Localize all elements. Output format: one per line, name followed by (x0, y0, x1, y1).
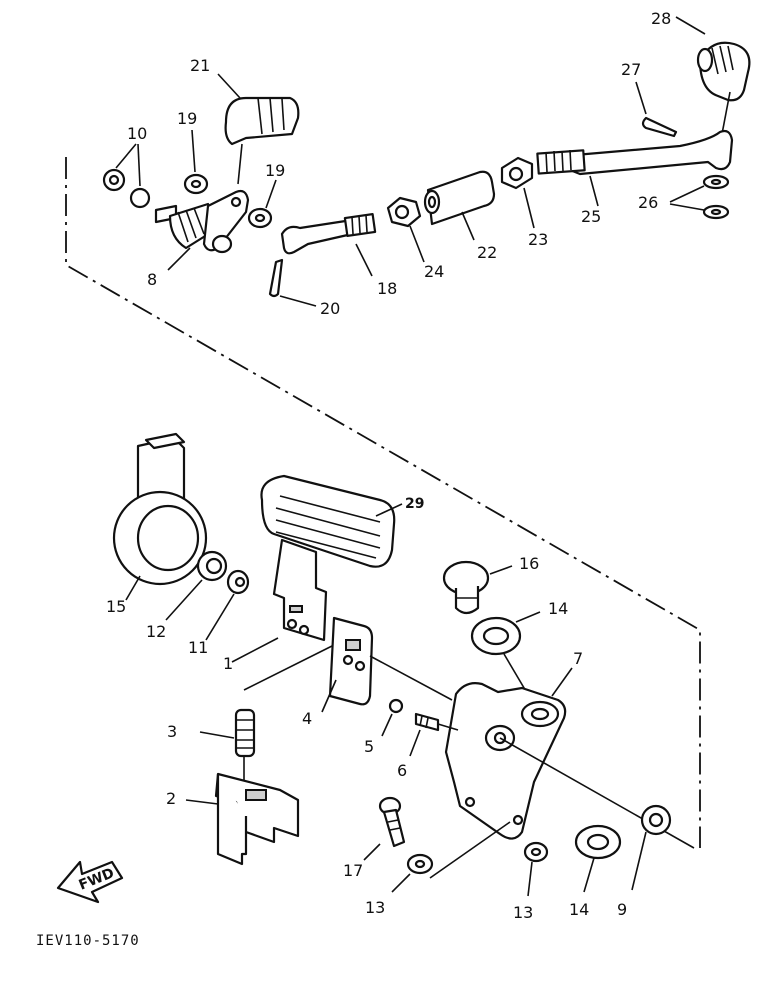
callout-27: 27 (621, 60, 641, 79)
callout-13-right: 13 (513, 903, 533, 922)
callout-28: 28 (651, 9, 671, 28)
part-9-clip (640, 804, 672, 836)
part-11-washer (226, 569, 250, 595)
callout-21: 21 (190, 56, 210, 75)
part-4-plate (328, 616, 374, 706)
callout-18: 18 (377, 279, 397, 298)
fwd-arrow-icon: FWD (56, 860, 124, 904)
callout-16: 16 (519, 554, 539, 573)
part-21-boot (224, 96, 300, 146)
part-15-lever-housing (112, 432, 208, 586)
part-13-washer-right (523, 841, 549, 863)
callout-1: 1 (223, 654, 233, 673)
callout-25: 25 (581, 207, 601, 226)
part-19-washer-upper (183, 173, 209, 195)
callout-22: 22 (477, 243, 497, 262)
part-20-cotter-pin (268, 258, 284, 298)
callout-4: 4 (302, 709, 312, 728)
part-26-washers (702, 174, 730, 220)
part-23-nut (500, 156, 534, 190)
callout-8: 8 (147, 270, 157, 289)
part-3-spring (234, 708, 256, 758)
part-1-control-lever (272, 538, 328, 642)
part-27-cotter-pin (641, 116, 678, 138)
part-14-washer-upper (470, 616, 522, 656)
part-28-elbow-boot (696, 41, 751, 102)
callout-19-lower: 19 (265, 161, 285, 180)
callout-19-upper: 19 (177, 109, 197, 128)
part-5-ball (388, 698, 404, 714)
callout-2: 2 (166, 789, 176, 808)
callout-14-lower: 14 (569, 900, 589, 919)
callout-12: 12 (146, 622, 166, 641)
part-6-pin (414, 712, 440, 732)
part-19-washer-lower (247, 207, 273, 229)
callout-17: 17 (343, 861, 363, 880)
part-13-washer-left (406, 853, 434, 875)
part-2-detent-plate (214, 772, 300, 866)
diagram-code: IEV110-5170 (36, 933, 140, 949)
callout-13-left: 13 (365, 898, 385, 917)
callout-3: 3 (167, 722, 177, 741)
part-8-lever-shaft (154, 189, 250, 254)
callout-7: 7 (573, 649, 583, 668)
part-18-rod (280, 213, 377, 255)
part-29-lever-grip (260, 474, 396, 568)
part-16-screw (442, 560, 490, 615)
part-7-bracket (444, 682, 567, 840)
callout-15: 15 (106, 597, 126, 616)
callout-29: 29 (405, 496, 424, 512)
callout-9: 9 (617, 900, 627, 919)
part-10-clips (102, 168, 151, 209)
callout-14-upper: 14 (548, 599, 568, 618)
callout-10: 10 (127, 124, 147, 143)
callout-24: 24 (424, 262, 444, 281)
part-12-bushing (196, 550, 228, 582)
part-14-washer-lower (574, 824, 622, 860)
callout-20: 20 (320, 299, 340, 318)
part-17-bolt (378, 796, 406, 848)
callout-11: 11 (188, 638, 208, 657)
callout-5: 5 (364, 737, 374, 756)
assembly-boundary-line (65, 157, 701, 848)
callout-6: 6 (397, 761, 407, 780)
callout-26: 26 (638, 193, 658, 212)
part-25-shift-rod (536, 129, 734, 176)
part-24-nut (386, 196, 422, 228)
callout-23: 23 (528, 230, 548, 249)
part-22-adjuster-sleeve (423, 170, 496, 226)
